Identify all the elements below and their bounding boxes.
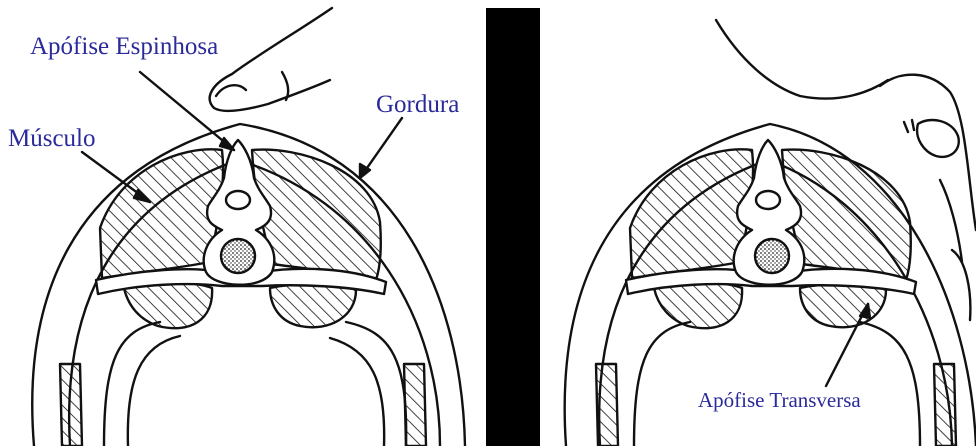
spinous-process-label: Apófise Espinhosa — [30, 34, 218, 59]
right-posterior-rib-right — [934, 364, 956, 446]
right-posterior-rib-left — [596, 364, 618, 446]
left-lower-lobe-right — [270, 284, 356, 328]
left-rib-arc-right-inner — [330, 338, 384, 446]
right-lower-lobe-right — [800, 284, 886, 328]
fat-label: Gordura — [376, 92, 459, 117]
muscle-label: Músculo — [8, 126, 96, 151]
right-hand-outline — [716, 20, 888, 99]
left-rib-arc-right — [346, 322, 406, 446]
right-lower-lobe-left — [654, 283, 742, 328]
spinous-process-arrowhead — [220, 138, 234, 150]
left-vertebral-body-core — [221, 239, 255, 273]
right-rib-arc-left — [634, 322, 690, 446]
right-vertebral-body-core — [755, 239, 789, 273]
right-hand-crease — [904, 120, 914, 132]
left-vertebral-canal — [226, 191, 250, 209]
left-posterior-rib-left — [60, 364, 82, 446]
left-lower-lobe-left — [124, 283, 212, 328]
right-thumb — [917, 120, 959, 157]
left-rib-arc-left-inner — [128, 336, 180, 446]
right-vertebral-canal — [756, 191, 780, 209]
right-fingers — [940, 180, 970, 320]
right-rib-arc-right — [860, 322, 920, 446]
left-finger — [210, 8, 332, 111]
left-posterior-rib-right — [404, 364, 426, 446]
left-panel-drawing — [32, 8, 465, 446]
transverse-process-label: Apófise Transversa — [698, 390, 861, 411]
panel-divider — [486, 8, 540, 446]
right-panel-drawing — [565, 20, 976, 446]
